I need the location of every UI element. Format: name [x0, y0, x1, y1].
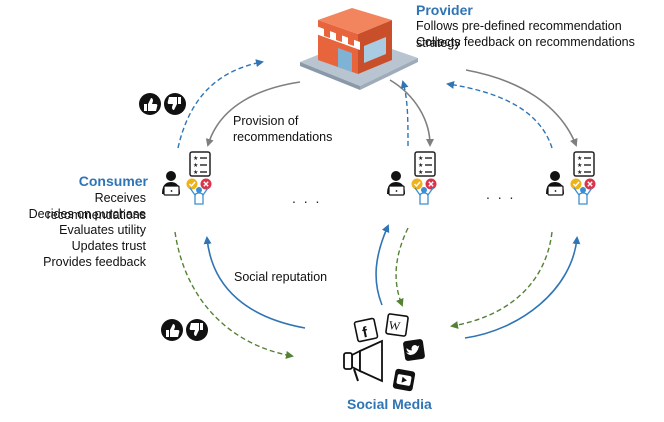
feedback-thumbs-top — [139, 93, 186, 115]
consumer-duty-1: Receives recommendations — [46, 191, 146, 222]
provider-duty-1: Follows pre-defined recommendation strat… — [416, 19, 622, 50]
user-laptop-icon — [161, 151, 213, 205]
twitter-icon — [403, 339, 425, 361]
ellipsis-right: . . . — [486, 186, 516, 202]
social-reputation-arrow-left — [203, 236, 306, 329]
provision-arrow-left — [205, 81, 301, 147]
social-reputation-arrow-middle — [375, 224, 390, 306]
consumer-title: Consumer — [78, 173, 148, 189]
social-share-arrow-right — [450, 231, 553, 329]
social-share-arrow-left — [174, 231, 294, 359]
provision-label-1: Provision of — [233, 114, 299, 128]
social-reputation-label: Social reputation — [234, 270, 328, 284]
thumbs-up-icon — [161, 319, 183, 341]
provider-title: Provider — [416, 2, 473, 18]
social-media-icons: f W — [343, 313, 425, 392]
social-reputation-arrow-right — [464, 236, 581, 339]
provider-duty-2: Collects feedback on recommendations — [416, 35, 635, 49]
user-laptop-icon — [386, 151, 438, 205]
provision-label-2: recommendations — [233, 130, 333, 144]
svg-text:f: f — [361, 324, 370, 342]
provision-arrow-right — [465, 69, 578, 147]
feedback-arrow-left — [177, 59, 264, 149]
consumer-duty-3: Evaluates utility — [59, 223, 146, 237]
ellipsis-left: . . . — [292, 190, 322, 206]
facebook-icon: f — [353, 317, 379, 343]
thumbs-up-icon — [139, 93, 161, 115]
feedback-arrow-right — [446, 80, 553, 149]
social-media-title: Social Media — [347, 396, 432, 412]
social-share-arrow-middle — [395, 227, 409, 307]
feedback-thumbs-bottom — [161, 319, 208, 341]
user-laptop-icon — [545, 151, 597, 205]
consumer-node-3 — [545, 151, 597, 205]
consumer-duty-5: Provides feedback — [43, 255, 146, 269]
feedback-arrow-middle — [400, 80, 409, 147]
megaphone-icon — [343, 339, 383, 383]
svg-text:W: W — [388, 318, 402, 334]
thumbs-down-icon — [186, 319, 208, 341]
consumer-duty-4: Updates trust — [71, 239, 146, 253]
wikipedia-icon: W — [385, 313, 409, 337]
provision-arrow-middle — [389, 79, 434, 147]
store-icon — [300, 8, 418, 90]
consumer-node-2 — [386, 151, 438, 205]
consumer-duty-2: Decides on purchase — [28, 207, 146, 221]
youtube-icon — [392, 368, 416, 392]
thumbs-down-icon — [164, 93, 186, 115]
consumer-node-1 — [161, 151, 213, 205]
